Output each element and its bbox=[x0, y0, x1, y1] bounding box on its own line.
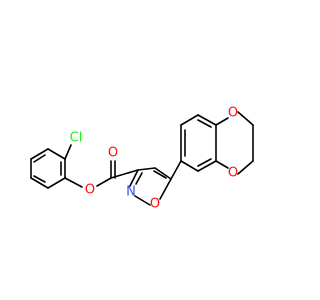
dioxane-ring bbox=[215, 111, 254, 175]
ester-oxygen-label: O bbox=[85, 183, 95, 198]
dioxane-top-oxygen-label: O bbox=[228, 106, 238, 121]
carbonyl-oxygen-label: O bbox=[108, 146, 118, 161]
chlorophenyl-ring bbox=[30, 148, 66, 189]
bond-carbonyl-c3 bbox=[110, 169, 139, 179]
bond-c-cl bbox=[64, 144, 72, 160]
isoxazole-oxygen-label: O bbox=[150, 197, 160, 212]
bond-o-carbonyl bbox=[96, 177, 112, 187]
isoxazole-ring bbox=[129, 167, 172, 206]
benzodioxane-benzene-ring bbox=[180, 114, 217, 172]
bond-aryl-o bbox=[64, 177, 83, 188]
molecule-structure: Cl O O N O O O bbox=[30, 106, 254, 212]
bond-isoxazole-aryl bbox=[170, 160, 182, 180]
chlorine-atom-label: Cl bbox=[70, 131, 83, 146]
dioxane-bottom-oxygen-label: O bbox=[228, 166, 238, 181]
nitrogen-atom-label: N bbox=[126, 185, 136, 200]
